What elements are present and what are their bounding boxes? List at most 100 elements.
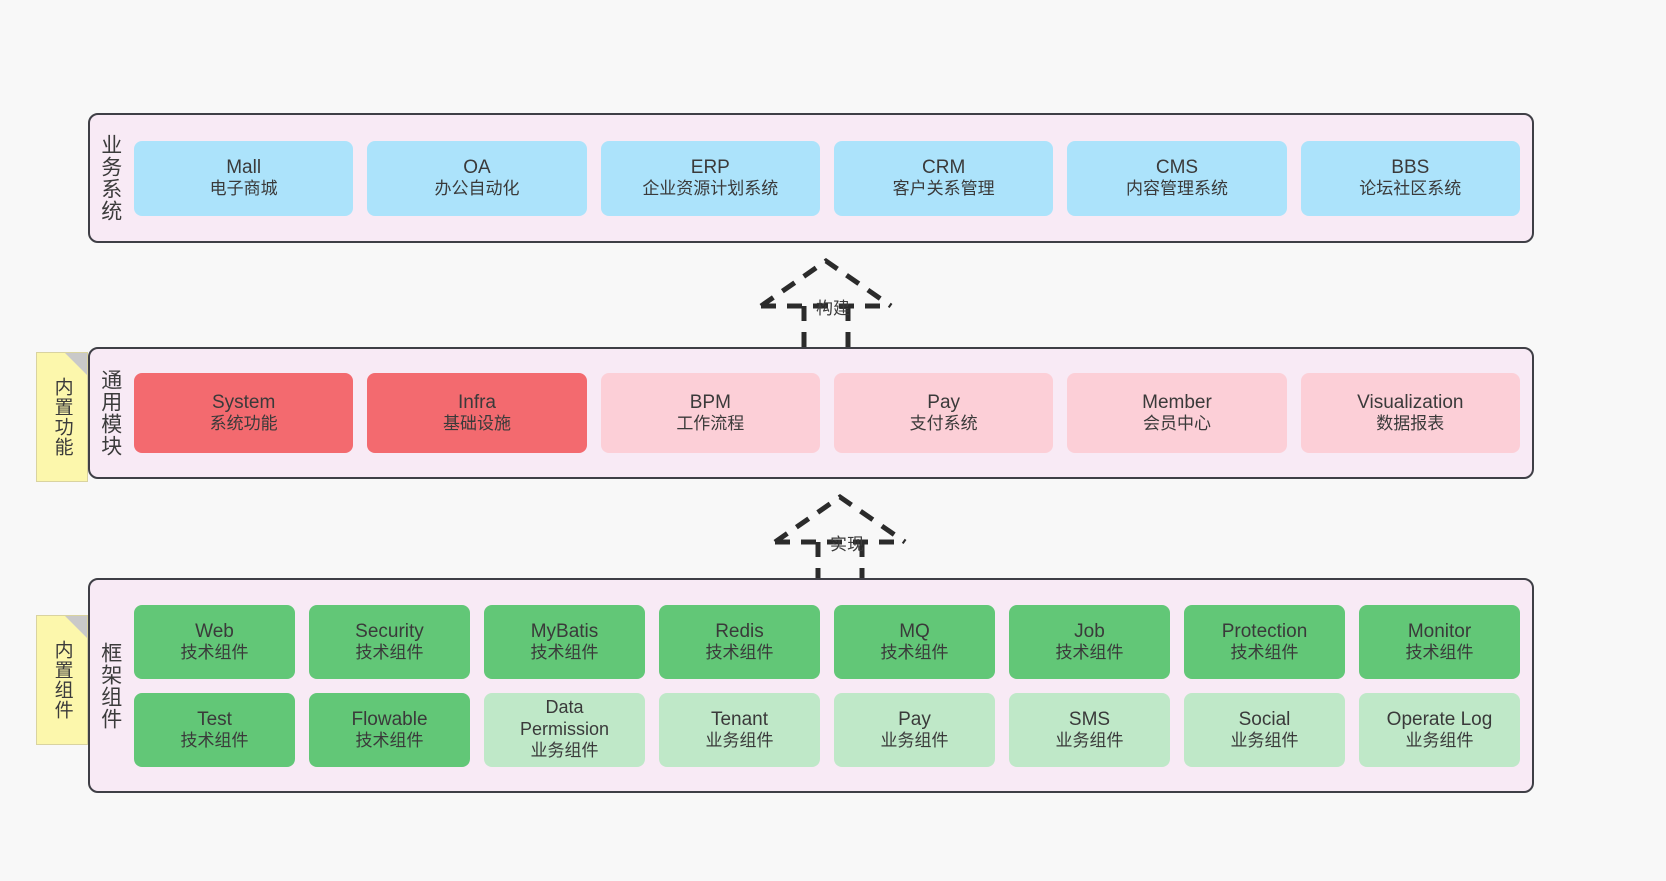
box-desc: 技术组件: [180, 642, 249, 662]
module-box-bpm[interactable]: BPM 工作流程: [600, 373, 820, 453]
box-name: Flowable: [351, 708, 428, 730]
tech-box-mybatis[interactable]: MyBatis 技术组件: [484, 604, 645, 679]
tech-box-redis[interactable]: Redis 技术组件: [659, 604, 820, 679]
business-box-erp[interactable]: ERP 企业资源计划系统: [600, 140, 820, 216]
box-name: Pay: [898, 708, 931, 730]
module-box-member[interactable]: Member 会员中心: [1067, 373, 1287, 453]
box-desc: 会员中心: [1142, 414, 1211, 434]
box-name: Infra: [457, 392, 496, 414]
arrow-implement-label: 实现: [830, 535, 864, 554]
box-name: Test: [197, 708, 232, 730]
tech-box-flowable[interactable]: Flowable 技术组件: [309, 692, 470, 767]
box-desc: 技术组件: [1405, 642, 1474, 662]
box-name: Job: [1074, 620, 1105, 642]
layer-common-title: 通用模块: [98, 369, 122, 457]
business-box-bbs[interactable]: BBS 论坛社区系统: [1300, 140, 1520, 216]
box-desc: 技术组件: [355, 642, 424, 662]
tech-box-security[interactable]: Security 技术组件: [309, 604, 470, 679]
box-name: Member: [1142, 392, 1212, 414]
box-desc: 业务组件: [880, 730, 949, 750]
bizcomp-box-tenant[interactable]: Tenant 业务组件: [659, 692, 820, 767]
box-desc: 业务组件: [1405, 730, 1474, 750]
business-box-mall[interactable]: Mall 电子商城: [134, 140, 354, 216]
box-desc: 业务组件: [705, 730, 774, 750]
box-name: CRM: [922, 157, 966, 179]
tech-box-test[interactable]: Test 技术组件: [134, 692, 295, 767]
box-name: Protection: [1221, 620, 1308, 642]
box-desc: 工作流程: [676, 414, 745, 434]
box-desc: 业务组件: [530, 741, 599, 761]
box-name: Redis: [715, 620, 764, 642]
box-name: Pay: [927, 392, 961, 414]
layer-framework-components: 框架组件 Web 技术组件 Security 技术组件 MyBatis 技术组件…: [88, 578, 1534, 793]
box-desc: 内容管理系统: [1125, 179, 1228, 199]
box-name-line2: Permission: [519, 719, 610, 740]
tech-box-mq[interactable]: MQ 技术组件: [834, 604, 995, 679]
box-name: CMS: [1155, 157, 1199, 179]
note-label: 内置组件: [51, 640, 73, 720]
box-desc: 技术组件: [1230, 642, 1299, 662]
framework-tech-row: Web 技术组件 Security 技术组件 MyBatis 技术组件 Redi…: [134, 604, 1520, 679]
box-desc: 企业资源计划系统: [642, 179, 779, 199]
box-desc: 客户关系管理: [892, 179, 995, 199]
box-desc: 电子商城: [209, 179, 278, 199]
box-name: BPM: [689, 392, 731, 414]
common-modules-row: System 系统功能 Infra 基础设施 BPM 工作流程 Pay 支付系统…: [134, 373, 1520, 453]
box-name: Visualization: [1357, 392, 1464, 414]
box-desc: 支付系统: [909, 414, 978, 434]
box-desc: 论坛社区系统: [1359, 179, 1462, 199]
module-box-pay[interactable]: Pay 支付系统: [833, 373, 1054, 453]
box-desc: 系统功能: [209, 414, 278, 434]
bizcomp-box-pay[interactable]: Pay 业务组件: [834, 692, 995, 767]
arrow-build: 构建: [756, 256, 956, 348]
layer-business-system: 业务系统 Mall 电子商城 OA 办公自动化 ERP 企业资源计划系统 CRM: [88, 113, 1534, 243]
bizcomp-box-data-permission[interactable]: Data Permission 业务组件: [484, 692, 645, 767]
box-desc: 业务组件: [1230, 730, 1299, 750]
box-name: MQ: [899, 620, 930, 642]
layer-common-modules: 通用模块 System 系统功能 Infra 基础设施 BPM 工作流程 Pay: [88, 347, 1534, 479]
box-name: Monitor: [1407, 620, 1472, 642]
box-name: Security: [355, 620, 424, 642]
box-desc: 技术组件: [880, 642, 949, 662]
box-desc: 技术组件: [1055, 642, 1124, 662]
tech-box-job[interactable]: Job 技术组件: [1009, 604, 1170, 679]
box-name: Web: [195, 620, 234, 642]
business-box-crm[interactable]: CRM 客户关系管理: [833, 140, 1054, 216]
framework-business-row: Test 技术组件 Flowable 技术组件 Data Permission …: [134, 692, 1520, 767]
box-name: SMS: [1068, 708, 1111, 730]
tech-box-monitor[interactable]: Monitor 技术组件: [1359, 604, 1520, 679]
folded-corner-icon: [65, 616, 87, 638]
note-builtin-features: 内置功能: [36, 352, 88, 482]
box-desc: 技术组件: [705, 642, 774, 662]
note-builtin-components: 内置组件: [36, 615, 88, 745]
box-name: ERP: [690, 157, 730, 179]
arrowhead-implement: [773, 493, 907, 545]
box-name: BBS: [1391, 157, 1430, 179]
bizcomp-box-social[interactable]: Social 业务组件: [1184, 692, 1345, 767]
box-name: OA: [463, 157, 491, 179]
bizcomp-box-operate-log[interactable]: Operate Log 业务组件: [1359, 692, 1520, 767]
box-name: Operate Log: [1386, 708, 1493, 730]
tech-box-web[interactable]: Web 技术组件: [134, 604, 295, 679]
business-box-cms[interactable]: CMS 内容管理系统: [1067, 140, 1287, 216]
arrowhead-build: [759, 257, 893, 309]
box-desc: 业务组件: [1055, 730, 1124, 750]
module-box-visualization[interactable]: Visualization 数据报表: [1300, 373, 1520, 453]
arrow-build-label: 构建: [816, 299, 850, 318]
box-desc: 办公自动化: [434, 179, 520, 199]
box-desc: 技术组件: [530, 642, 599, 662]
box-name: Social: [1238, 708, 1291, 730]
box-desc: 基础设施: [442, 414, 511, 434]
box-name: System: [211, 392, 276, 414]
module-box-system[interactable]: System 系统功能: [134, 373, 354, 453]
box-name: Tenant: [710, 708, 769, 730]
box-desc: 技术组件: [355, 730, 424, 750]
tech-box-protection[interactable]: Protection 技术组件: [1184, 604, 1345, 679]
business-box-oa[interactable]: OA 办公自动化: [367, 140, 587, 216]
layer-business-title: 业务系统: [98, 134, 122, 222]
layer-framework-title: 框架组件: [98, 641, 122, 730]
module-box-infra[interactable]: Infra 基础设施: [367, 373, 587, 453]
bizcomp-box-sms[interactable]: SMS 业务组件: [1009, 692, 1170, 767]
box-name: MyBatis: [530, 620, 599, 642]
